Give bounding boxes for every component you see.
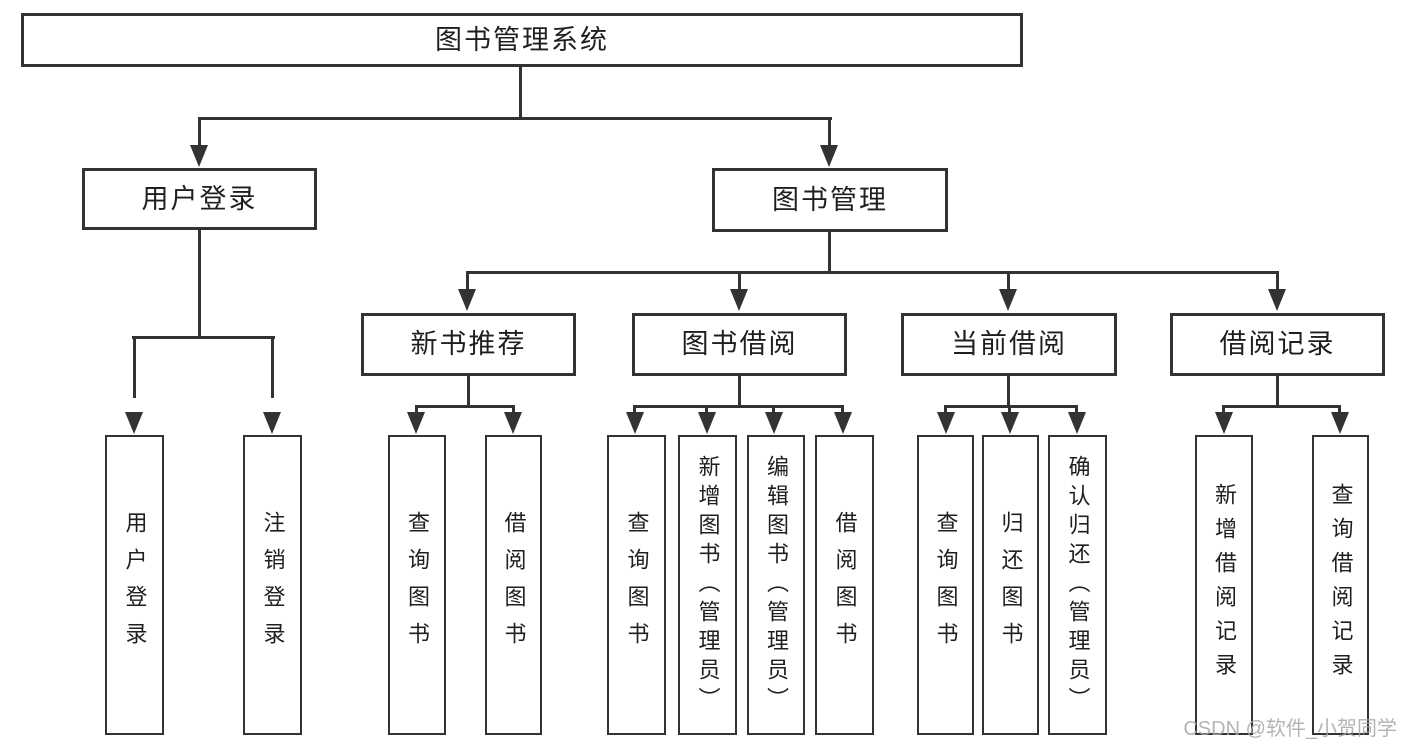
connector-line xyxy=(944,405,1078,408)
arrow-down-icon xyxy=(125,412,143,434)
leaf-confirm-return-admin: 确认归还（管理员） xyxy=(1048,435,1107,735)
arrow-down-icon xyxy=(1268,289,1286,311)
arrow-down-icon xyxy=(458,289,476,311)
node-root: 图书管理系统 xyxy=(21,13,1023,67)
leaf-add-books-admin-label: 新增图书（管理员） xyxy=(695,454,721,716)
node-current-borrowing: 当前借阅 xyxy=(901,313,1117,376)
node-borrow-records: 借阅记录 xyxy=(1170,313,1385,376)
leaf-query-borrow-record-label: 查询借阅记录 xyxy=(1328,483,1354,687)
node-user-login-label: 用户登录 xyxy=(141,183,258,214)
connector-line xyxy=(415,405,515,408)
node-book-management-label: 图书管理 xyxy=(772,184,888,215)
leaf-edit-books-admin: 编辑图书（管理员） xyxy=(747,435,805,735)
connector-line xyxy=(198,117,832,120)
connector-line xyxy=(132,336,275,339)
arrow-down-icon xyxy=(730,289,748,311)
arrow-down-icon xyxy=(820,145,838,167)
leaf-user-login: 用户登录 xyxy=(105,435,164,735)
leaf-query-books-2: 查询图书 xyxy=(607,435,666,735)
leaf-add-borrow-record-label: 新增借阅记录 xyxy=(1212,483,1237,687)
leaf-return-books: 归还图书 xyxy=(982,435,1039,735)
arrow-down-icon xyxy=(834,412,852,434)
arrow-down-icon xyxy=(1068,412,1086,434)
connector-line xyxy=(828,117,831,149)
connector-line xyxy=(1276,376,1279,407)
arrow-down-icon xyxy=(263,412,281,434)
node-new-book-recommend-label: 新书推荐 xyxy=(410,329,527,359)
connector-line xyxy=(271,336,274,398)
leaf-query-books-2-label: 查询图书 xyxy=(624,511,650,659)
leaf-add-borrow-record: 新增借阅记录 xyxy=(1195,435,1253,735)
connector-line xyxy=(738,376,741,407)
leaf-edit-books-admin-label: 编辑图书（管理员） xyxy=(764,454,789,716)
leaf-query-books-3-label: 查询图书 xyxy=(933,511,959,659)
leaf-confirm-return-admin-label: 确认归还（管理员） xyxy=(1065,454,1091,716)
arrow-down-icon xyxy=(698,412,716,434)
leaf-query-books-1: 查询图书 xyxy=(388,435,446,735)
leaf-query-books-3: 查询图书 xyxy=(917,435,974,735)
connector-line xyxy=(466,271,1279,274)
leaf-borrow-books-2-label: 借阅图书 xyxy=(832,511,858,659)
connector-line xyxy=(1222,405,1341,408)
connector-line xyxy=(198,230,201,338)
leaf-user-login-label: 用户登录 xyxy=(122,511,148,659)
leaf-query-borrow-record: 查询借阅记录 xyxy=(1312,435,1369,735)
watermark-text: CSDN @软件_小贺同学 xyxy=(1183,718,1397,740)
node-new-book-recommend: 新书推荐 xyxy=(361,313,576,376)
connector-line xyxy=(467,376,470,407)
leaf-borrow-books-1: 借阅图书 xyxy=(485,435,542,735)
leaf-query-books-1-label: 查询图书 xyxy=(405,511,430,659)
connector-line xyxy=(519,67,522,118)
arrow-down-icon xyxy=(1331,412,1349,434)
connector-line xyxy=(198,117,201,149)
leaf-borrow-books-1-label: 借阅图书 xyxy=(501,511,527,659)
connector-line xyxy=(1007,271,1010,296)
arrow-down-icon xyxy=(1001,412,1019,434)
connector-line xyxy=(1276,271,1279,296)
node-borrow-records-label: 借阅记录 xyxy=(1219,329,1336,359)
arrow-down-icon xyxy=(190,145,208,167)
node-book-borrowing: 图书借阅 xyxy=(632,313,847,376)
arrow-down-icon xyxy=(1215,412,1233,434)
node-book-management: 图书管理 xyxy=(712,168,948,232)
arrow-down-icon xyxy=(937,412,955,434)
node-user-login: 用户登录 xyxy=(82,168,317,230)
connector-line xyxy=(133,336,136,398)
leaf-add-books-admin: 新增图书（管理员） xyxy=(678,435,737,735)
connector-line xyxy=(1007,376,1010,407)
arrow-down-icon xyxy=(626,412,644,434)
leaf-logout-label: 注销登录 xyxy=(260,511,286,659)
node-root-label: 图书管理系统 xyxy=(435,24,609,55)
connector-line xyxy=(633,405,844,408)
arrow-down-icon xyxy=(407,412,425,434)
node-current-borrowing-label: 当前借阅 xyxy=(951,329,1067,359)
node-book-borrowing-label: 图书借阅 xyxy=(681,329,798,359)
arrow-down-icon xyxy=(504,412,522,434)
connector-line xyxy=(738,271,741,296)
arrow-down-icon xyxy=(999,289,1017,311)
leaf-logout: 注销登录 xyxy=(243,435,302,735)
leaf-borrow-books-2: 借阅图书 xyxy=(815,435,874,735)
arrow-down-icon xyxy=(765,412,783,434)
leaf-return-books-label: 归还图书 xyxy=(998,511,1024,659)
connector-line xyxy=(828,231,831,274)
connector-line xyxy=(466,271,469,296)
